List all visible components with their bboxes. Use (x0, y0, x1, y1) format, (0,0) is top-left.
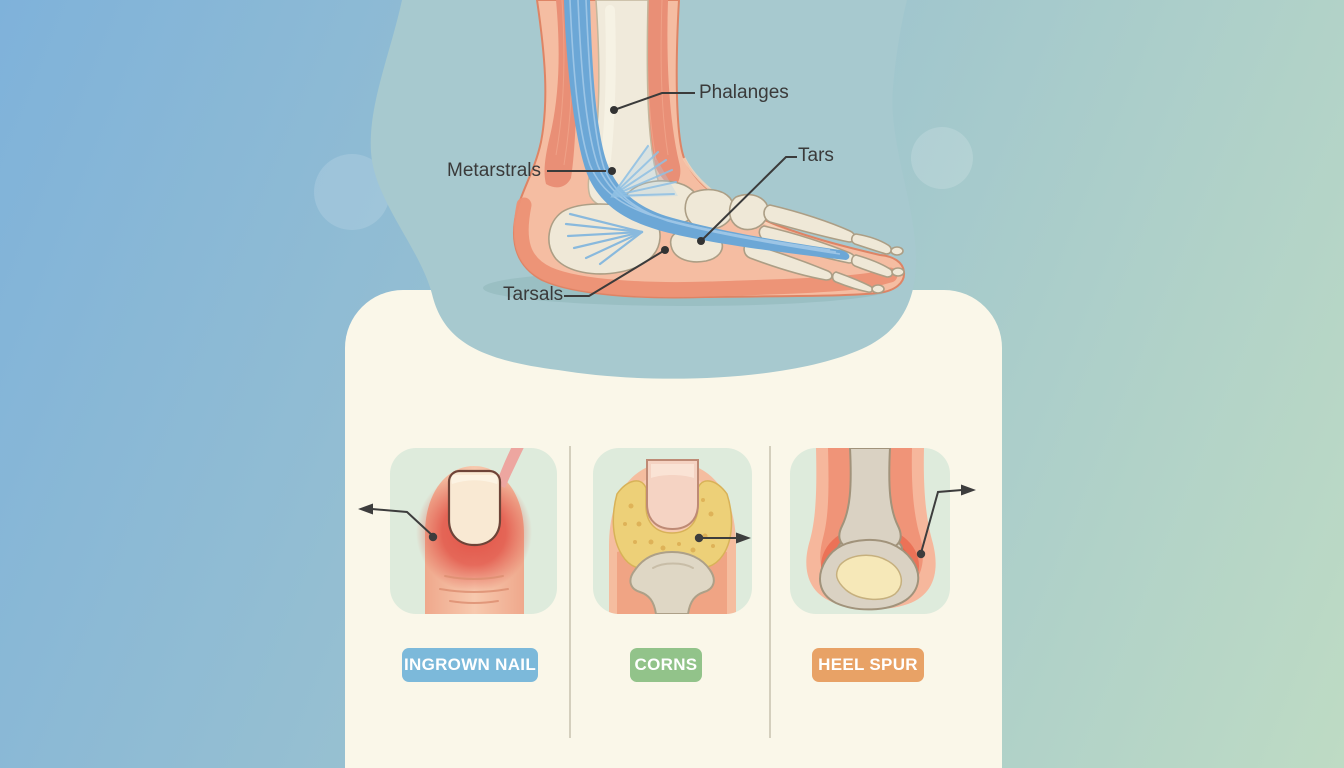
badge-ingrown-nail: INGROWN NAIL (402, 648, 538, 682)
content-card: INGROWN NAIL CORNS HEEL SPUR (345, 290, 1002, 768)
panel-ingrown-nail (390, 448, 557, 614)
ingrown-toenail-illustration (416, 448, 532, 614)
panel-heel-spur (790, 448, 950, 614)
anatomy-leader-lines (547, 92, 797, 297)
badge-heel-spur: HEEL SPUR (812, 648, 924, 682)
panel-divider (569, 446, 571, 738)
decor-circle-right (911, 127, 973, 189)
badge-ingrown-nail-label: INGROWN NAIL (403, 655, 537, 674)
corn-illustration (609, 459, 736, 614)
decor-circle-left (314, 154, 390, 230)
badge-corns-label: CORNS (634, 655, 698, 674)
panel-divider (769, 446, 771, 738)
badge-corns: CORNS (630, 648, 702, 682)
label-metarstrals: Metarstrals (447, 160, 541, 181)
panel-corns (593, 448, 752, 614)
label-tarsals: Tarsals (503, 284, 564, 305)
foot-anatomy-illustration (513, 0, 906, 299)
anatomy-leader-dots (608, 106, 705, 254)
heel-spur-illustration (806, 448, 936, 611)
badge-heel-spur-label: HEEL SPUR (818, 655, 918, 674)
label-phalanges: Phalanges (699, 82, 789, 103)
label-tars: Tars (798, 145, 834, 166)
